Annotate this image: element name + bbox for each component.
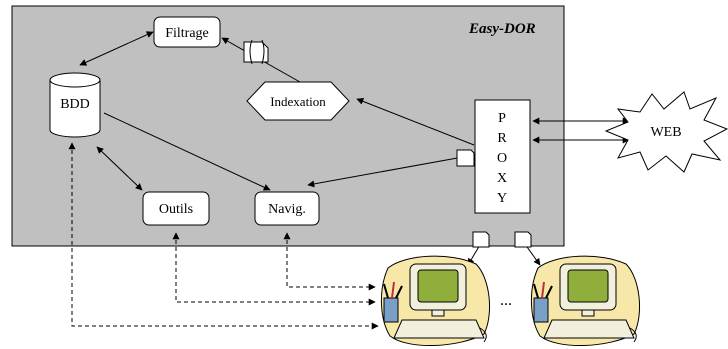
proxy-letter-x: X <box>497 171 507 186</box>
bdd-cylinder <box>49 72 101 138</box>
proxy-letter-o: O <box>497 151 507 166</box>
proxy-box <box>474 99 531 214</box>
edge-bdd-filtrage <box>79 31 154 66</box>
outils-box <box>142 191 210 226</box>
pc-ellipsis: ... <box>500 292 512 309</box>
web-label: WEB <box>650 125 681 140</box>
document-icon <box>243 39 269 65</box>
document-icon <box>514 231 532 248</box>
outils-label: Outils <box>159 202 193 217</box>
proxy-letter-r: R <box>497 131 507 146</box>
navig-label: Navig. <box>268 202 306 217</box>
indexation-hexagon <box>246 81 350 121</box>
filtrage-label: Filtrage <box>165 26 209 41</box>
navig-box <box>254 191 320 226</box>
indexation-label: Indexation <box>270 94 326 109</box>
filtrage-box <box>153 16 221 48</box>
document-icon <box>456 149 475 167</box>
document-icon <box>472 231 490 248</box>
proxy-letter-p: P <box>498 111 506 126</box>
edge-proxy-indexation <box>356 98 475 146</box>
dashed-bdd-pc <box>68 142 379 330</box>
pc-user-icon <box>530 255 640 347</box>
panel-title: Easy-DOR <box>468 21 536 37</box>
pc-user-icon <box>380 255 490 347</box>
proxy-letter-y: Y <box>497 191 507 206</box>
web-starburst <box>604 91 728 173</box>
bdd-label: BDD <box>60 97 90 112</box>
